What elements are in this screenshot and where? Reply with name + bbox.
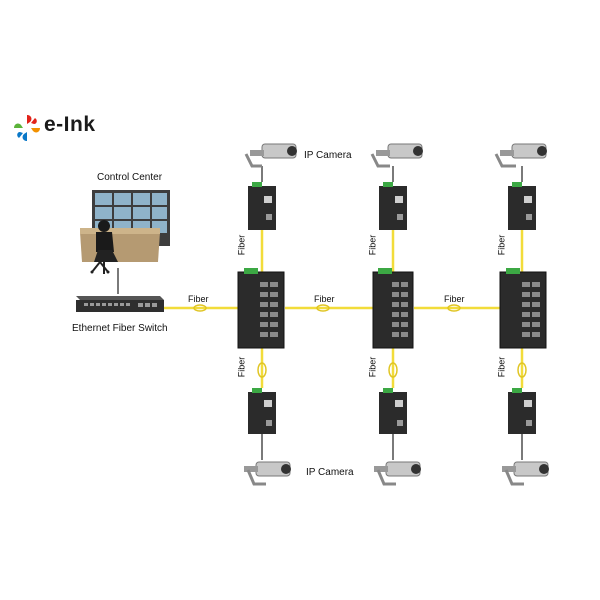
ip-camera-top-3 — [494, 143, 547, 168]
fiber-label-horizontal-2: Fiber — [314, 294, 335, 304]
ip-camera-bottom-3 — [502, 461, 549, 486]
ip-camera-top-1 — [244, 143, 297, 168]
fiber-label-vertical-bottom-3: Fiber — [496, 356, 507, 378]
fiber-label-horizontal-3: Fiber — [444, 294, 465, 304]
ip-camera-bottom-2 — [374, 461, 421, 486]
industrial-switch-1 — [237, 268, 285, 349]
ethernet-fiber-switch — [76, 296, 164, 312]
industrial-switch-3 — [499, 268, 547, 349]
fiber-label-horizontal-1: Fiber — [188, 294, 209, 304]
fiber-label-vertical-top-2: Fiber — [367, 234, 378, 256]
media-converter-top-2 — [379, 182, 407, 230]
fiber-links — [163, 230, 524, 388]
media-converter-bottom-1 — [248, 388, 276, 434]
fiber-label-vertical-top-3: Fiber — [496, 234, 507, 256]
media-converter-bottom-2 — [379, 388, 407, 434]
fiber-label-vertical-top-1: Fiber — [236, 234, 247, 256]
ip-camera-bottom-1 — [244, 461, 291, 486]
ip-camera-bottom-label: IP Camera — [306, 467, 354, 478]
brand-logo-text: e-Ink — [44, 113, 96, 136]
ethernet-fiber-switch-label: Ethernet Fiber Switch — [72, 323, 168, 334]
ip-camera-top-2 — [370, 143, 423, 168]
industrial-switch-2 — [372, 268, 414, 349]
media-converter-bottom-3 — [508, 388, 536, 434]
ip-camera-top-label: IP Camera — [304, 150, 352, 161]
fiber-label-vertical-bottom-1: Fiber — [236, 356, 247, 378]
media-converter-top-3 — [508, 182, 536, 230]
e-link-logo-icon — [14, 115, 40, 141]
control-center-illustration — [80, 190, 170, 274]
control-center-label: Control Center — [97, 172, 163, 183]
media-converter-top-1 — [248, 182, 276, 230]
fiber-label-vertical-bottom-2: Fiber — [367, 356, 378, 378]
